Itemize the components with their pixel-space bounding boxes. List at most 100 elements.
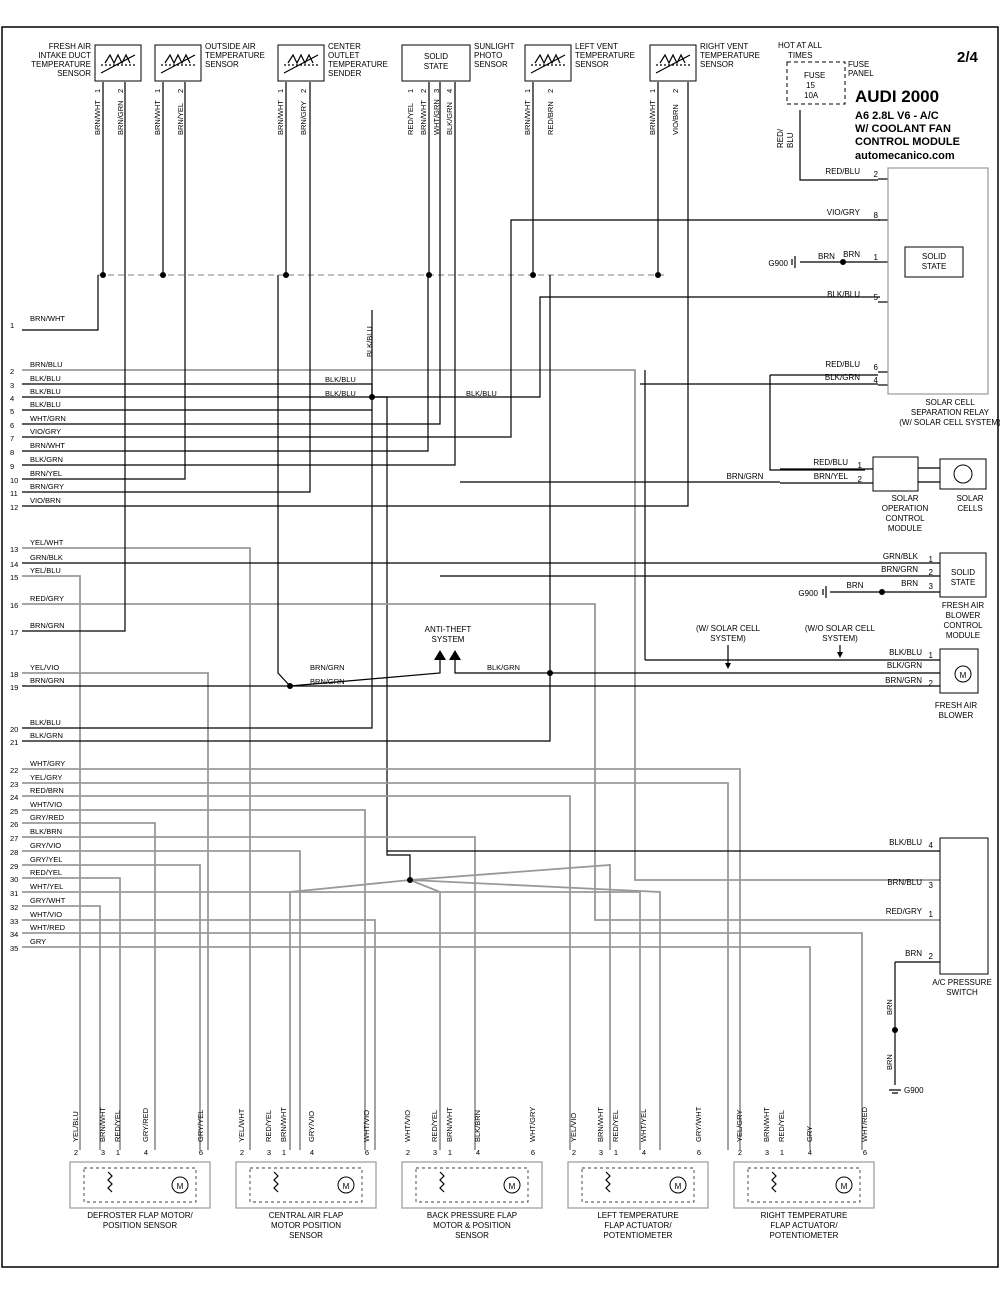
left-vent-sensor-thermistor-symbol (534, 53, 561, 65)
right-temp-wire-label: WHT/RED (860, 1106, 869, 1142)
right-temp-motor-icon (835, 1176, 853, 1194)
sunlight-photo-sensor-wire-label: RED/YEL (406, 103, 415, 135)
left-vent-sensor-pin-number: 2 (546, 89, 555, 93)
left-pin-number: 31 (10, 889, 18, 898)
left-pin-number: 8 (10, 448, 14, 457)
fresh-air-sensor-box (94, 44, 142, 82)
blower-module-pin: 3 (929, 582, 934, 591)
central-label: MOTOR POSITION (271, 1221, 341, 1230)
right-vent-sensor-label: RIGHT VENT (700, 42, 748, 51)
defroster-wire-label: RED/YEL (113, 1110, 122, 1142)
blk-grn-label: BLK/GRN (487, 663, 520, 672)
sunlight-photo-sensor-wire-label: BLK/GRN (445, 102, 454, 135)
blk-blu-vertical-label: BLK/BLU (365, 326, 374, 357)
sunlight-photo-sensor-pin-number: 2 (419, 89, 428, 93)
left-pin-number: 5 (10, 407, 14, 416)
central-label: CENTRAL AIR FLAP (269, 1211, 343, 1220)
back-pressure-label: SENSOR (455, 1231, 489, 1240)
right-temp-motor-symbol: M (841, 1182, 848, 1191)
right-vent-sensor-thermistor-arrow (655, 54, 691, 74)
left-pin-wire-label: BLK/BLU (30, 718, 61, 727)
left-pin-number: 18 (10, 670, 18, 679)
blower-label: BLOWER (939, 711, 974, 720)
left-pin-number: 10 (10, 476, 18, 485)
central-pin-number: 2 (240, 1148, 244, 1157)
brn-wht-splice (530, 272, 536, 278)
left-pin-number: 21 (10, 738, 18, 747)
left-temp-pin-number: 2 (572, 1148, 576, 1157)
back-pressure-pin-number: 4 (476, 1148, 480, 1157)
fresh-air-sensor-wire-label: BRN/WHT (93, 100, 102, 135)
central-wire-label: YEL/WHT (237, 1108, 246, 1142)
back-pressure-actuator-inner (415, 1167, 529, 1203)
pressure-wire-label: BRN/BLU (887, 878, 922, 887)
left-pin-wire-label: BLK/BLU (30, 387, 61, 396)
back-pressure-potentiometer-icon (439, 1171, 445, 1193)
grey-wire-35 (22, 946, 811, 1150)
blower-module-box (939, 552, 987, 598)
back-pressure-wire-label: RED/YEL (430, 1110, 439, 1142)
left-temp-pin-number: 4 (642, 1148, 646, 1157)
yel-wht-13 (22, 547, 251, 1150)
central-actuator-inner (249, 1167, 363, 1203)
center-outlet-sender-label: OUTLET (328, 51, 360, 60)
defroster-pin-number: 1 (116, 1148, 120, 1157)
defroster-pin-number: 2 (74, 1148, 78, 1157)
brn-grn-splice (287, 683, 293, 689)
vio-brn-12 (22, 82, 689, 507)
blower-ground-wire: BRN (847, 581, 864, 590)
defroster-actuator-inner (83, 1167, 197, 1203)
left-temp-label: POTENTIOMETER (604, 1231, 673, 1240)
outside-air-sensor-label: OUTSIDE AIR (205, 42, 256, 51)
outside-air-sensor-pin-number: 1 (153, 89, 162, 93)
red-yel-back (409, 879, 441, 1150)
with-solar-label: SYSTEM) (710, 634, 746, 643)
fuse-wire-label-1: RED/ (776, 128, 785, 148)
central-pin-number: 6 (365, 1148, 369, 1157)
blower-ground-label: G900 (798, 589, 818, 598)
blower-pin-number: 2 (929, 679, 934, 688)
left-pin-number: 20 (10, 725, 18, 734)
center-outlet-sender-pin-number: 1 (276, 89, 285, 93)
center-outlet-sender-pin-number: 2 (299, 89, 308, 93)
brn-wht-splice (426, 272, 432, 278)
relay-pin-number: 4 (874, 376, 879, 385)
left-temp-wire-label: WHT/YEL (639, 1109, 648, 1142)
grey-wire-28 (22, 850, 301, 1150)
relay-pin-number: 2 (874, 170, 879, 179)
relay-wire-label: RED/BLU (825, 360, 860, 369)
back-pressure-label: BACK PRESSURE FLAP (427, 1211, 517, 1220)
fuse-text-3: 10A (804, 91, 819, 100)
left-vent-sensor-box (524, 44, 572, 82)
right-temp-label: FLAP ACTUATOR/ (770, 1221, 838, 1230)
left-pin-number: 15 (10, 573, 18, 582)
left-temp-potentiometer-icon (605, 1171, 611, 1193)
left-pin-number: 14 (10, 560, 18, 569)
red-yel-central (289, 879, 411, 1150)
defroster-wire-label: GRY/RED (141, 1107, 150, 1142)
outside-air-sensor-thermistor-symbol (164, 53, 191, 65)
brn-wht-splice (100, 272, 106, 278)
grey-wire-26 (22, 822, 156, 1150)
relay-pin-number: 5 (874, 293, 879, 302)
blower-module-label: BLOWER (946, 611, 981, 620)
relay-pin-number: 8 (874, 211, 879, 220)
right-temp-actuator-inner (747, 1167, 861, 1203)
left-pin-wire-label: BLK/GRN (30, 455, 63, 464)
blower-module-wire-label: BRN (901, 579, 918, 588)
brn-wht-splice (160, 272, 166, 278)
blower-wire-label: BRN/GRN (885, 676, 922, 685)
title-sub1: W/ COOLANT FAN (855, 123, 951, 135)
defroster-wire-label: YEL/BLU (71, 1111, 80, 1142)
left-pin-number: 4 (10, 394, 14, 403)
pressure-pin-number: 2 (929, 952, 934, 961)
left-pin-wire-label: WHT/GRY (30, 759, 65, 768)
left-pin-wire-label: RED/GRY (30, 594, 64, 603)
back-pressure-motor-icon (503, 1176, 521, 1194)
right-temp-pin-number: 4 (808, 1148, 812, 1157)
grey-wire-24 (22, 795, 571, 1150)
left-temp-pin-number: 3 (599, 1148, 603, 1157)
solar-relay-inner-box (904, 246, 964, 278)
relay-pin-number: 6 (874, 363, 879, 372)
right-temp-pin-number: 1 (780, 1148, 784, 1157)
